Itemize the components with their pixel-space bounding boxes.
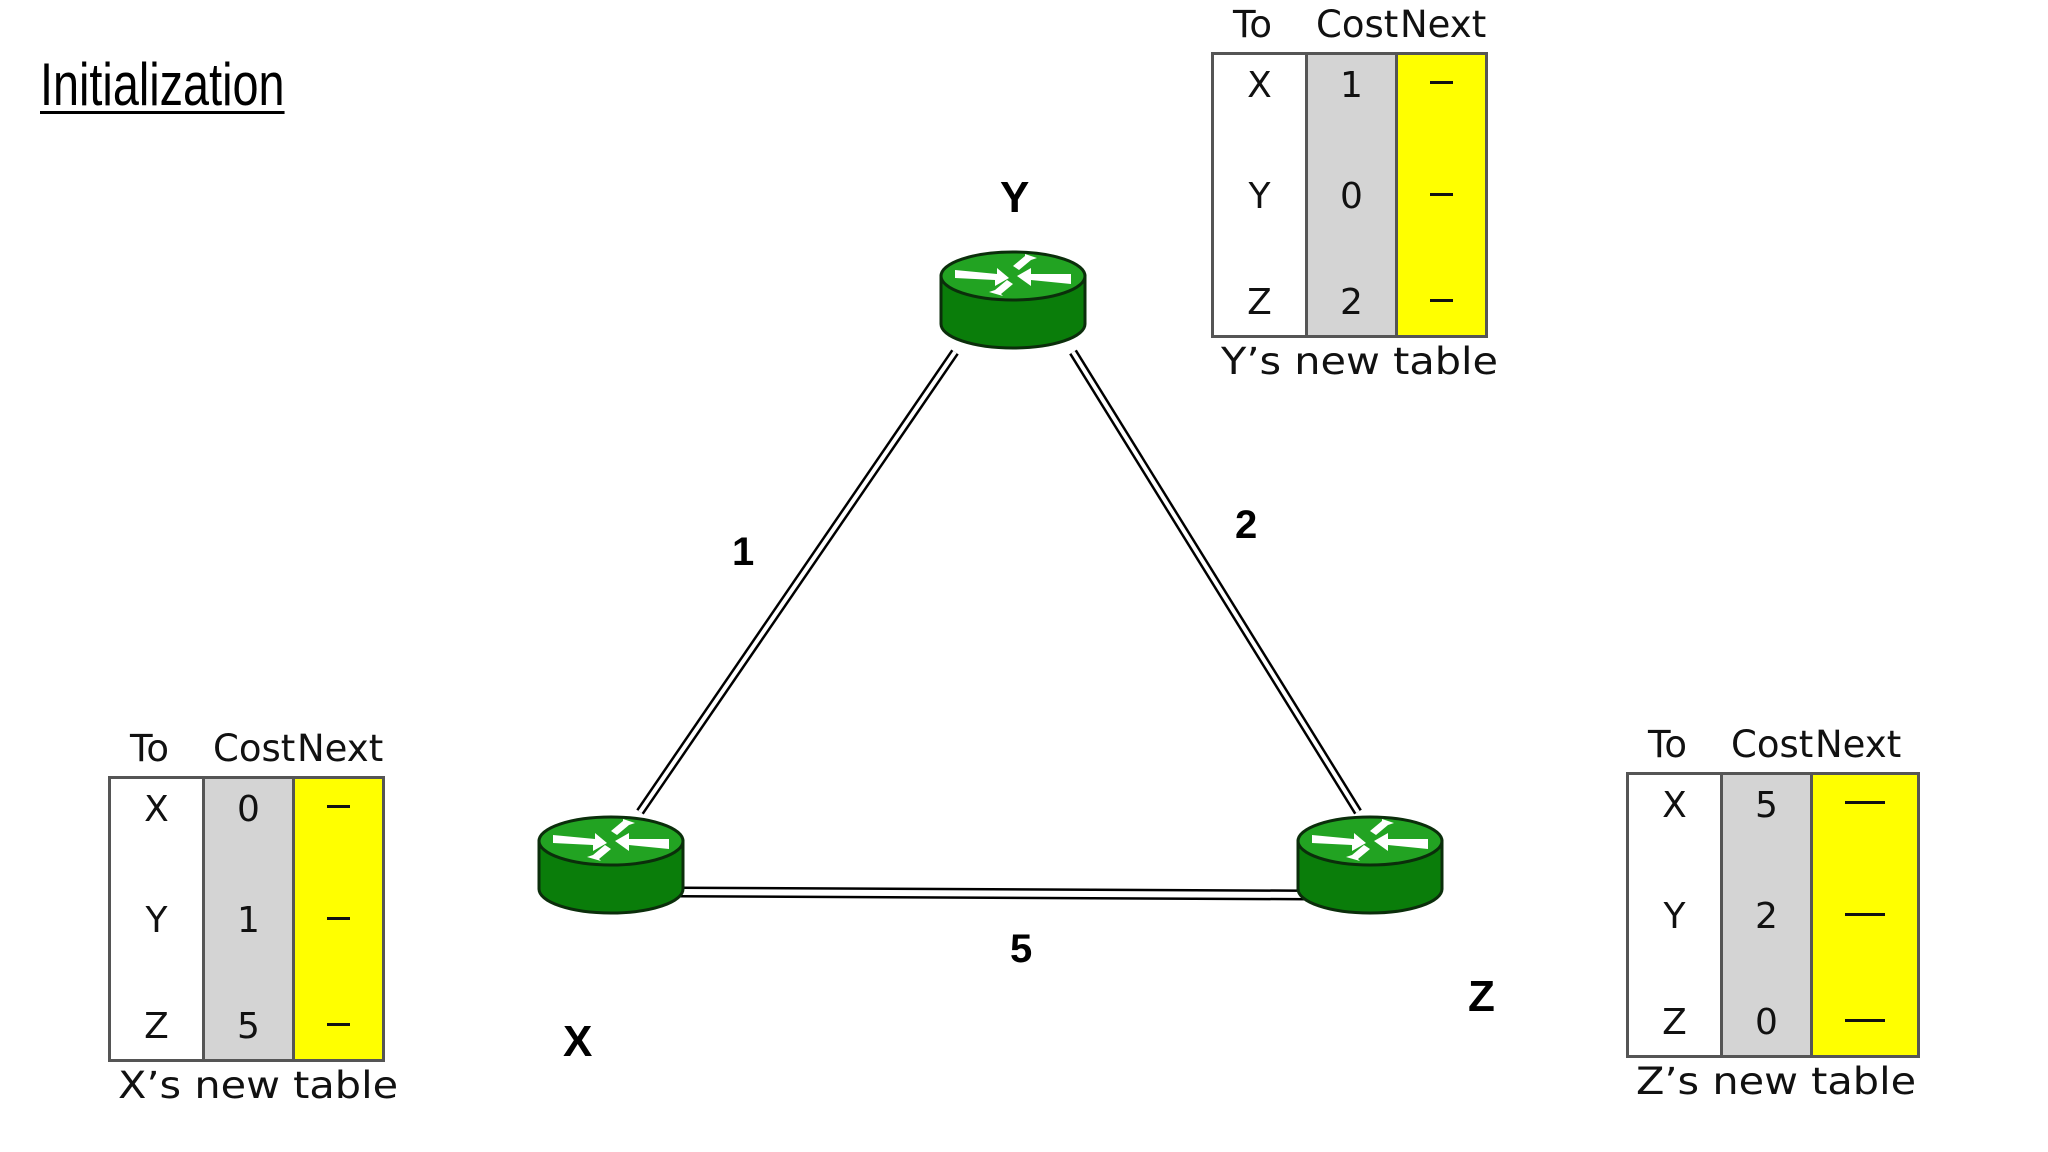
cell-to: X [144,789,169,830]
router-z-icon [1296,815,1444,915]
header-cost: Cost [1731,723,1814,766]
cell-cost: 1 [1340,65,1363,106]
cell-to: Y [145,900,168,941]
cell-to: Z [1662,1002,1687,1043]
table-grid: X Y Z 1 0 2 [1211,52,1488,338]
header-to: To [130,727,169,770]
cell-cost: 2 [1755,896,1778,937]
next-dash [327,805,350,808]
column-to: X Y Z [1629,775,1723,1055]
cell-to: Y [1663,896,1686,937]
header-next: Next [297,727,384,770]
cell-to: Z [144,1006,169,1047]
header-next: Next [1815,723,1902,766]
next-dash [1430,299,1453,302]
router-y-label: Y [1000,173,1029,222]
cell-cost: 0 [1340,176,1363,217]
table-caption: Z’s new table [1636,1060,1917,1103]
router-z-label: Z [1468,972,1495,1021]
cell-cost: 1 [237,900,260,941]
table-caption: Y’s new table [1221,340,1499,383]
header-cost: Cost [1316,3,1399,46]
link-x-y-cost: 1 [732,530,754,574]
cell-cost: 2 [1340,282,1363,323]
next-dash [1845,913,1885,916]
table-grid: X Y Z 0 1 5 [108,776,385,1062]
link-y-z [1069,349,1362,815]
link-y-z-cost: 2 [1235,503,1257,547]
column-cost: 5 2 0 [1723,775,1813,1055]
column-cost: 1 0 2 [1308,55,1398,335]
link-x-z [679,886,1311,901]
column-next [1813,775,1917,1055]
cell-cost: 5 [237,1006,260,1047]
cell-to: Y [1248,176,1271,217]
next-dash [1845,1019,1885,1022]
header-next: Next [1400,3,1487,46]
link-x-y [636,349,959,815]
cell-cost: 0 [1755,1002,1778,1043]
next-dash [1430,81,1453,84]
next-dash [1430,193,1453,196]
cell-to: X [1247,65,1272,106]
column-to: X Y Z [111,779,205,1059]
next-dash [1845,801,1885,804]
cell-cost: 5 [1755,785,1778,826]
cell-to: X [1662,785,1687,826]
next-dash [327,1023,350,1026]
column-cost: 0 1 5 [205,779,295,1059]
router-y-icon [939,250,1087,350]
table-grid: X Y Z 5 2 0 [1626,772,1920,1058]
slide-title: Initialization [40,51,285,118]
header-cost: Cost [213,727,296,770]
table-caption: X’s new table [118,1064,399,1107]
header-to: To [1233,3,1272,46]
router-x-label: X [563,1017,592,1066]
cell-to: Z [1247,282,1272,323]
column-next [1398,55,1485,335]
header-to: To [1648,723,1687,766]
column-to: X Y Z [1214,55,1308,335]
link-x-z-cost: 5 [1010,927,1032,971]
router-x-icon [537,815,685,915]
column-next [295,779,382,1059]
cell-cost: 0 [237,789,260,830]
next-dash [327,917,350,920]
